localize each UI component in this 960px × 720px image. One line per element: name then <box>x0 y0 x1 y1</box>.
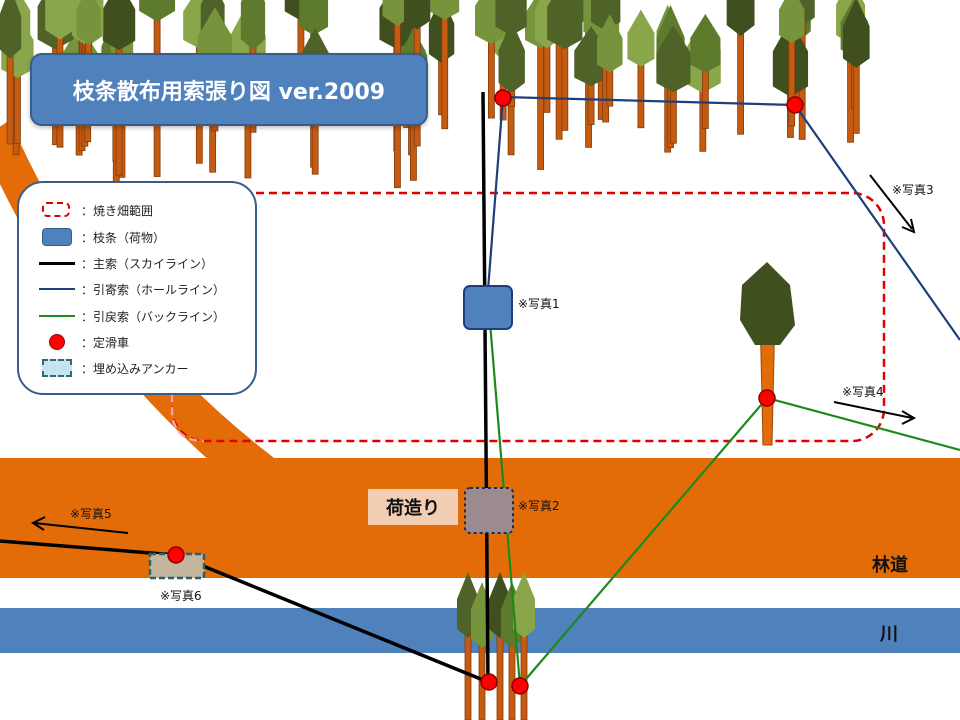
black-line-icon <box>39 252 75 274</box>
tree-trunk <box>537 31 545 170</box>
legend-label: ：主索（スカイライン） <box>81 256 214 271</box>
standing-tree <box>740 262 795 446</box>
pulley-bottom-right <box>511 677 529 695</box>
photo5-arrow <box>30 516 129 534</box>
tree-crown <box>495 0 527 36</box>
navy-line-icon <box>39 278 75 300</box>
skyline-cable <box>481 91 490 683</box>
dashed-rect-icon <box>39 199 75 221</box>
tree-crown <box>627 9 655 67</box>
tree-crown <box>726 0 755 36</box>
load-box <box>463 285 513 330</box>
anchor-box-icon <box>39 357 75 379</box>
tree-crown <box>656 25 691 93</box>
pulley-anchor <box>167 546 185 564</box>
legend-label: ：定滑車 <box>81 335 130 350</box>
tree-crown <box>299 0 329 36</box>
red-dot-icon <box>39 331 75 353</box>
diagram-title: 枝条散布用索張り図 ver.2009 <box>30 53 428 126</box>
photo-label-4: ※写真4 <box>842 385 884 399</box>
tree-crown <box>0 0 22 59</box>
photo4-arrow <box>833 401 917 425</box>
forest-road-label: 林道 <box>872 555 908 576</box>
legend-item-pulley: ：定滑車 <box>39 331 129 353</box>
legend-item-burn-area: ：焼き畑範囲 <box>39 199 153 221</box>
legend-item-skyline: ：主索（スカイライン） <box>39 252 213 274</box>
tree-crown <box>498 20 525 93</box>
haul-line <box>486 95 960 341</box>
tree-crown <box>842 0 870 68</box>
tree-crown <box>139 0 176 22</box>
tree-crown <box>430 0 460 20</box>
tree-crown <box>240 0 266 51</box>
pulley-top-left <box>494 89 512 107</box>
tree-crown <box>547 0 583 50</box>
tree-crown <box>690 13 721 73</box>
tree-crown <box>404 0 431 30</box>
loading-spot <box>464 487 514 534</box>
photo-label-5: ※写真5 <box>70 507 112 521</box>
legend: ：焼き畑範囲 ：枝条（荷物） ：主索（スカイライン） ：引寄索（ホールライン） … <box>17 181 257 395</box>
photo-label-3: ※写真3 <box>892 183 934 197</box>
pulley-top-right <box>786 96 804 114</box>
pulley-bottom-left <box>480 673 498 691</box>
river-label: 川 <box>880 624 898 645</box>
forest-bottom <box>457 572 535 720</box>
legend-item-back-line: ：引戻索（バックライン） <box>39 305 225 327</box>
green-line-icon <box>39 305 75 327</box>
photo3-arrow <box>869 174 916 234</box>
legend-item-anchor: ：埋め込みアンカー <box>39 357 189 379</box>
legend-label: ：埋め込みアンカー <box>81 361 189 376</box>
tree-trunk <box>441 3 449 130</box>
legend-item-load: ：枝条（荷物） <box>39 226 165 248</box>
tree-crown <box>45 0 75 40</box>
tree-crown <box>76 0 101 45</box>
photo-label-6: ※写真6 <box>160 589 202 603</box>
loading-area-label-bg <box>368 489 458 525</box>
legend-label: ：引寄索（ホールライン） <box>81 282 226 297</box>
blue-box-icon <box>39 226 75 248</box>
pulley-right-tree <box>758 389 776 407</box>
loading-area-label: 荷造り <box>386 498 440 519</box>
photo-label-2: ※写真2 <box>518 499 560 513</box>
tree-crown <box>102 0 136 51</box>
tree-crown <box>597 14 623 73</box>
tree-crown <box>779 0 805 43</box>
legend-label: ：枝条（荷物） <box>81 230 166 245</box>
legend-label: ：引戻索（バックライン） <box>81 309 226 324</box>
photo-label-1: ※写真1 <box>518 297 560 311</box>
tree-crown <box>513 572 535 638</box>
legend-item-haul-line: ：引寄索（ホールライン） <box>39 278 225 300</box>
legend-label: ：焼き畑範囲 <box>81 203 154 218</box>
